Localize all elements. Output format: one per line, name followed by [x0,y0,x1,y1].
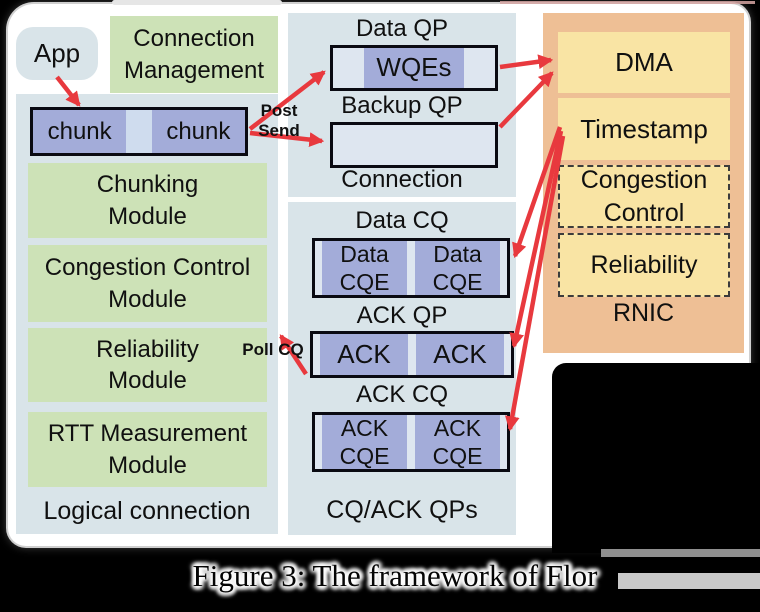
ack-qp-box: ACK ACK [310,331,514,378]
ack-cqe-cell: ACK CQE [322,415,407,469]
data-cqe-cell: Data CQE [322,241,407,295]
dma-box: DMA [558,32,730,93]
data-cqe-label: Data CQE [432,240,483,295]
logical-connection-label: Logical connection [43,497,251,525]
data-qp-wqes-box: WQEs [330,45,498,91]
background-notch [552,363,760,553]
data-cq-box: Data CQE Data CQE [312,238,510,298]
chunk-label: chunk [47,117,112,145]
wqes-cell: WQEs [363,48,465,88]
rnic-label: RNIC [612,299,675,327]
data-cq-title: Data CQ [355,207,449,234]
congestion-control-module-label: Congestion Control Module [44,254,251,313]
congestion-control-module-box: Congestion Control Module [28,245,267,322]
rnic-congestion-control-box: Congestion Control [558,165,730,228]
data-cqe-label: Data CQE [339,240,390,295]
data-cqe-cell: Data CQE [415,241,500,295]
ack-label: ACK [337,338,391,369]
poll-cq-label: Poll CQ [242,340,304,359]
ack-cell: ACK [416,334,504,375]
ack-cell: ACK [320,334,408,375]
app-label: App [33,38,81,68]
right-gray-bar-artifact [601,549,760,557]
top-halo-artifact [112,0,282,5]
timestamp-box: Timestamp [558,98,730,160]
wqe-pad [464,48,495,88]
reliability-module-label: Reliability Module [96,335,199,394]
ack-cqe-label: ACK CQE [432,414,483,469]
ack-cqe-cell: ACK CQE [415,415,500,469]
post-send-label: Post Send [258,101,300,141]
backup-qp-title: Backup QP [341,92,463,119]
chunk-cell: chunk [151,110,245,153]
chunking-module-box: Chunking Module [28,163,267,238]
rnic-congestion-control-label: Congestion Control [580,166,708,227]
rtt-measurement-module-label: RTT Measurement Module [47,420,248,479]
wqes-label: WQEs [376,52,452,83]
chunk-label: chunk [166,117,231,145]
chunk-cell: chunk [33,110,127,153]
cq-ack-qps-label: CQ/ACK QPs [326,496,478,524]
app-node: App [16,27,98,80]
ack-qp-title: ACK QP [356,302,448,329]
backup-qp-box [330,122,498,168]
connection-label: Connection [341,166,463,193]
right-light-bar-artifact [618,573,760,589]
rnic-reliability-label: Reliability [590,250,698,279]
data-qp-title: Data QP [355,15,449,42]
timestamp-label: Timestamp [580,113,708,144]
chunking-module-label: Chunking Module [96,171,199,230]
ack-cq-title: ACK CQ [355,381,448,408]
rtt-measurement-module-box: RTT Measurement Module [28,412,267,487]
connection-management-box: Connection Management [110,16,278,93]
chunk-gap [126,110,151,153]
reliability-module-box: Reliability Module [28,328,267,402]
wqe-pad [333,48,364,88]
ack-cq-box: ACK CQE ACK CQE [312,412,510,472]
ack-label: ACK [433,338,487,369]
dma-label: DMA [615,47,673,77]
connection-management-label: Connection Management [123,25,265,84]
chunk-buffer-box: chunk chunk [30,107,248,156]
ack-cqe-label: ACK CQE [339,414,390,469]
figure-caption: Figure 3: The framework of Flor [192,558,598,593]
rnic-reliability-box: Reliability [558,233,730,297]
top-edge-artifact [500,1,755,4]
